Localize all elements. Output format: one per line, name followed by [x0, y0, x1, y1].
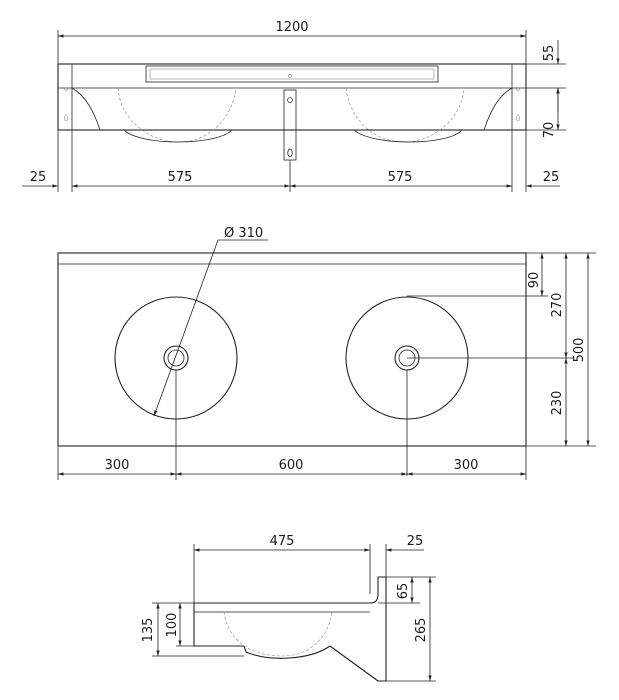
dim-label-135: 135 — [141, 618, 156, 643]
front-left-bowl-hidden — [117, 87, 237, 143]
dim-label-300-right: 300 — [454, 458, 479, 473]
left-drain-inner — [167, 349, 185, 367]
center-fixing-hole — [288, 74, 292, 78]
dim-label-575-right: 575 — [388, 170, 413, 185]
top-view: Ø 310 90 270 230 500 300 600 300 — [57, 226, 596, 480]
dim-label-300-left: 300 — [105, 458, 130, 473]
left-fix-hole-bottom — [64, 114, 68, 122]
front-left-bowl-bottom — [123, 129, 233, 143]
side-bowl-hidden — [223, 611, 333, 657]
diameter-leader — [153, 239, 219, 417]
dim-label-65: 65 — [396, 583, 411, 600]
dim-label-diameter: Ø 310 — [224, 226, 263, 241]
dim-label-475: 475 — [270, 534, 295, 549]
dim-label-600: 600 — [279, 458, 304, 473]
backsplash-bar — [145, 65, 439, 83]
front-left-flange-curve — [71, 87, 101, 131]
dim-label-230: 230 — [550, 391, 565, 416]
center-support-bracket — [283, 89, 297, 161]
dim-label-25-side: 25 — [407, 534, 424, 549]
front-right-bowl-bottom — [353, 129, 463, 143]
dim-label-70: 70 — [542, 122, 557, 139]
bracket-hole-bottom — [287, 148, 293, 158]
front-right-flange-curve — [483, 87, 513, 131]
top-countertop-outline — [57, 252, 527, 447]
dim-label-25-right: 25 — [543, 170, 560, 185]
left-fix-hole-top — [64, 87, 68, 91]
dim-label-270: 270 — [550, 293, 565, 318]
dim-label-90: 90 — [527, 272, 542, 289]
dim-label-575-left: 575 — [168, 170, 193, 185]
side-bracket-diagonal — [329, 645, 379, 682]
dim-label-55: 55 — [542, 45, 557, 62]
dim-label-100: 100 — [165, 613, 180, 638]
dim-label-25-left: 25 — [30, 170, 47, 185]
side-view: 475 25 65 265 100 135 — [141, 534, 436, 682]
dim-label-500: 500 — [572, 338, 587, 363]
right-fix-hole-top — [516, 87, 520, 91]
front-countertop-outline — [57, 63, 527, 131]
dim-label-265: 265 — [414, 618, 429, 643]
bracket-hole-top — [287, 97, 293, 103]
backsplash-bar-inner — [149, 68, 435, 80]
dim-label-1200: 1200 — [275, 20, 308, 35]
front-view: 1200 55 70 25 575 575 25 — [22, 20, 566, 192]
right-fix-hole-bottom — [516, 114, 520, 122]
front-right-bowl-hidden — [345, 87, 465, 143]
